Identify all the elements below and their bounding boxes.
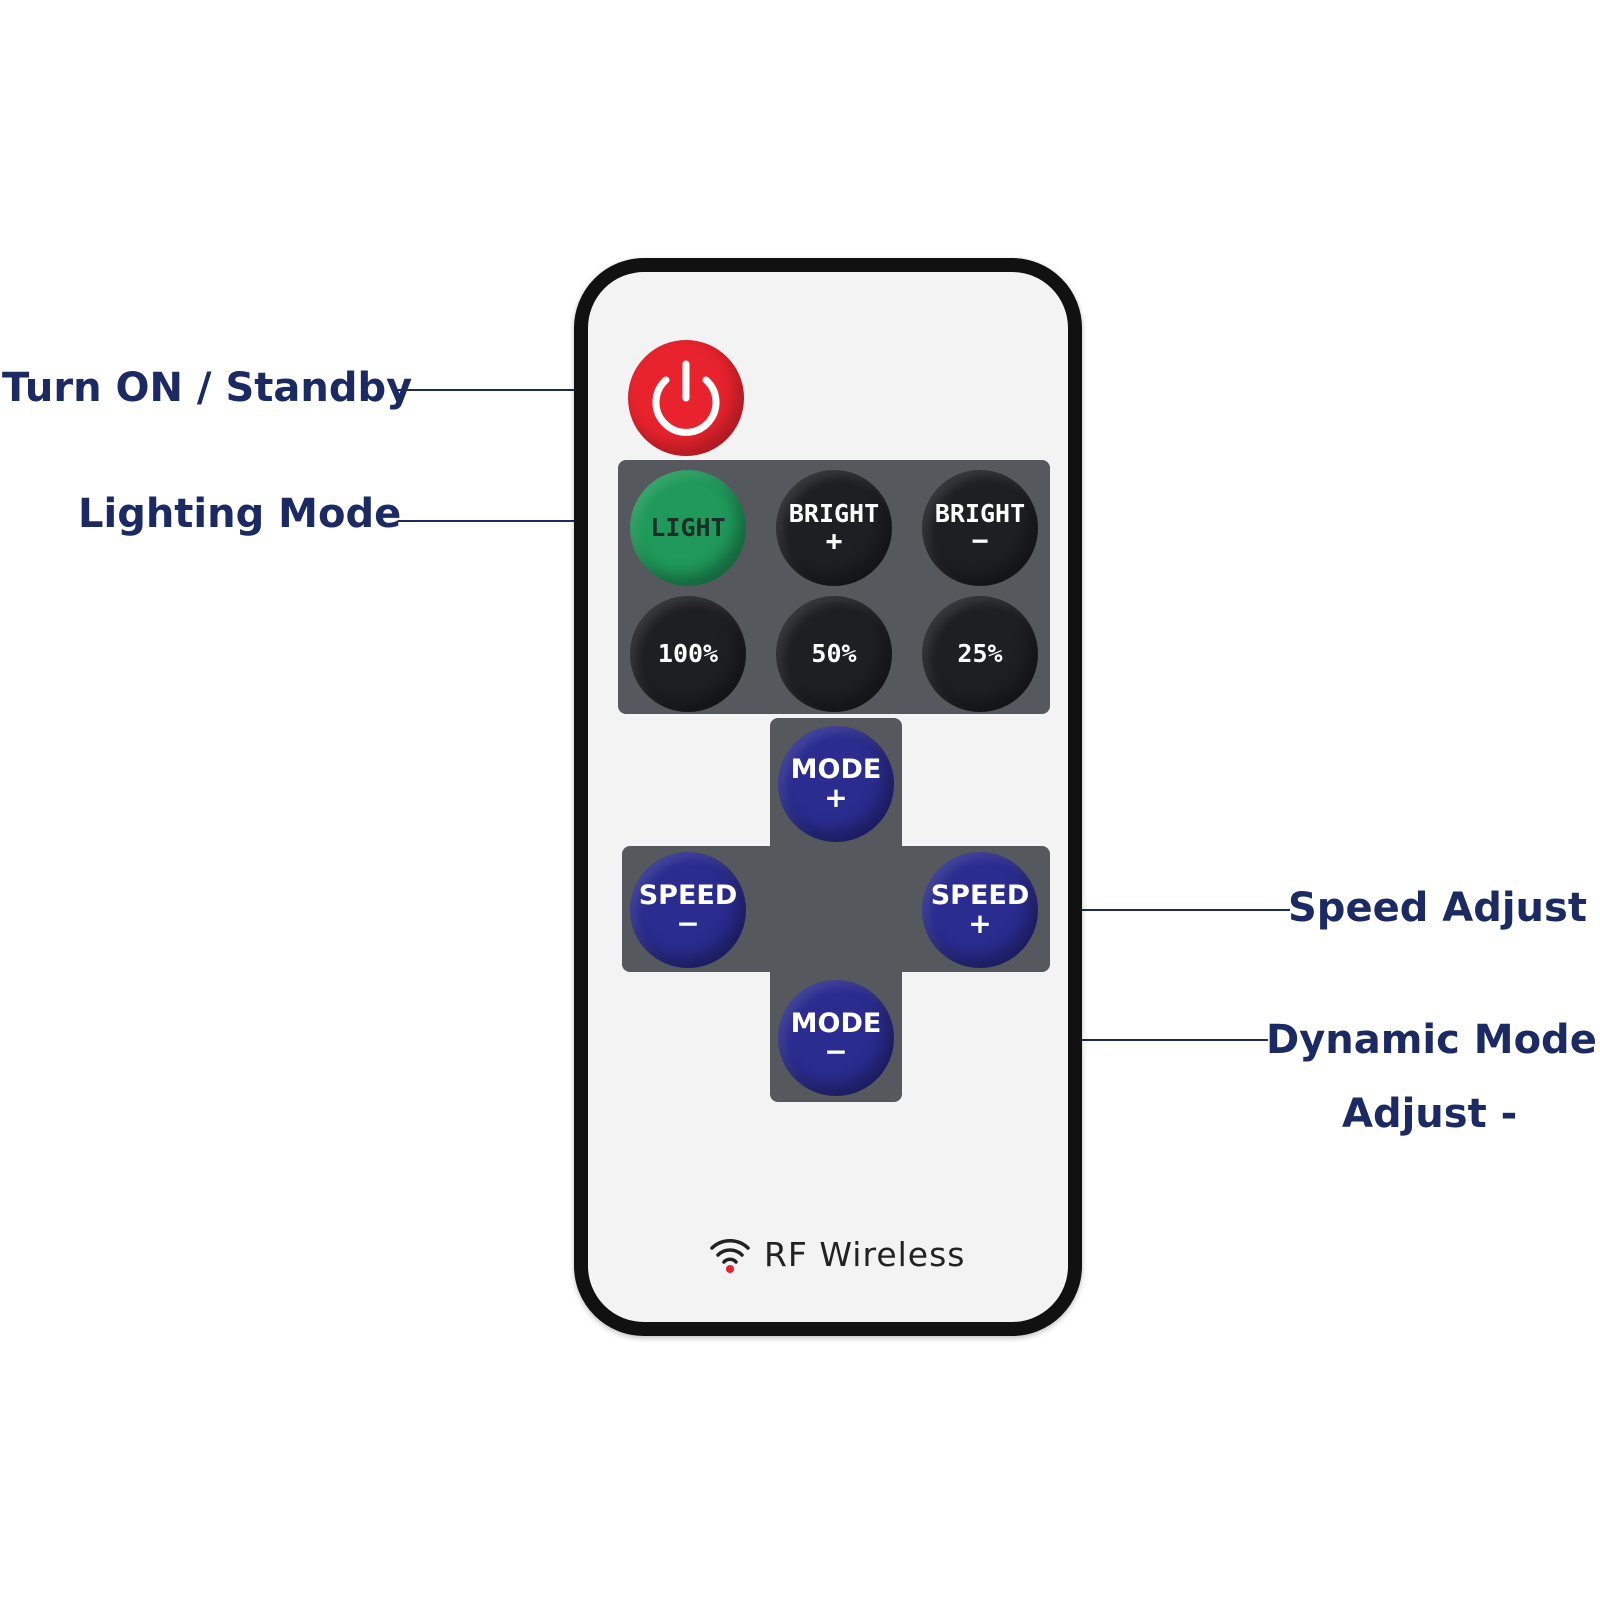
minus-icon: − [971, 524, 989, 558]
brightness-100-button[interactable]: 100% [630, 596, 746, 712]
speed-minus-button[interactable]: SPEED − [630, 852, 746, 968]
plus-icon: + [825, 524, 843, 558]
power-icon [652, 360, 720, 436]
speed-minus-label: SPEED [638, 879, 738, 911]
minus-icon: − [676, 907, 700, 941]
speed-plus-label: SPEED [930, 879, 1030, 911]
brightness-50-label: 50% [811, 638, 857, 668]
leader-lighting [398, 520, 650, 522]
light-label: LIGHT [650, 512, 726, 542]
bright-minus-button[interactable]: BRIGHT − [922, 470, 1038, 586]
mode-plus-button[interactable]: MODE + [778, 726, 894, 842]
brightness-50-button[interactable]: 50% [776, 596, 892, 712]
callout-power: Turn ON / Standby [2, 365, 413, 411]
mode-plus-label: MODE [790, 753, 882, 785]
remote-body [574, 258, 1082, 1336]
brightness-25-label: 25% [957, 638, 1003, 668]
bright-plus-label: BRIGHT [788, 498, 880, 528]
bright-plus-button[interactable]: BRIGHT + [776, 470, 892, 586]
minus-icon: − [824, 1035, 848, 1069]
callout-speed-plus: Speed Adjust + [1288, 885, 1600, 931]
brightness-25-button[interactable]: 25% [922, 596, 1038, 712]
mode-minus-button[interactable]: MODE − [778, 980, 894, 1096]
rf-wireless-label: RF Wireless [708, 1234, 965, 1274]
plus-icon: + [824, 781, 848, 815]
bright-minus-label: BRIGHT [934, 498, 1026, 528]
power-button[interactable] [628, 340, 744, 456]
wireless-signal-icon [710, 1239, 750, 1273]
rf-wireless-text: RF Wireless [764, 1234, 966, 1274]
speed-plus-button[interactable]: SPEED + [922, 852, 1038, 968]
plus-icon: + [968, 907, 992, 941]
brightness-100-label: 100% [657, 638, 719, 668]
callout-lighting: Lighting Mode [78, 491, 402, 537]
leader-speed-plus [1030, 909, 1290, 911]
light-button[interactable]: LIGHT [630, 470, 746, 586]
callout-dynamic-line2: Adjust - [1342, 1091, 1518, 1137]
callout-dynamic-line1: Dynamic Mode [1266, 1017, 1597, 1063]
leader-power [392, 389, 654, 391]
mode-minus-label: MODE [790, 1007, 882, 1039]
